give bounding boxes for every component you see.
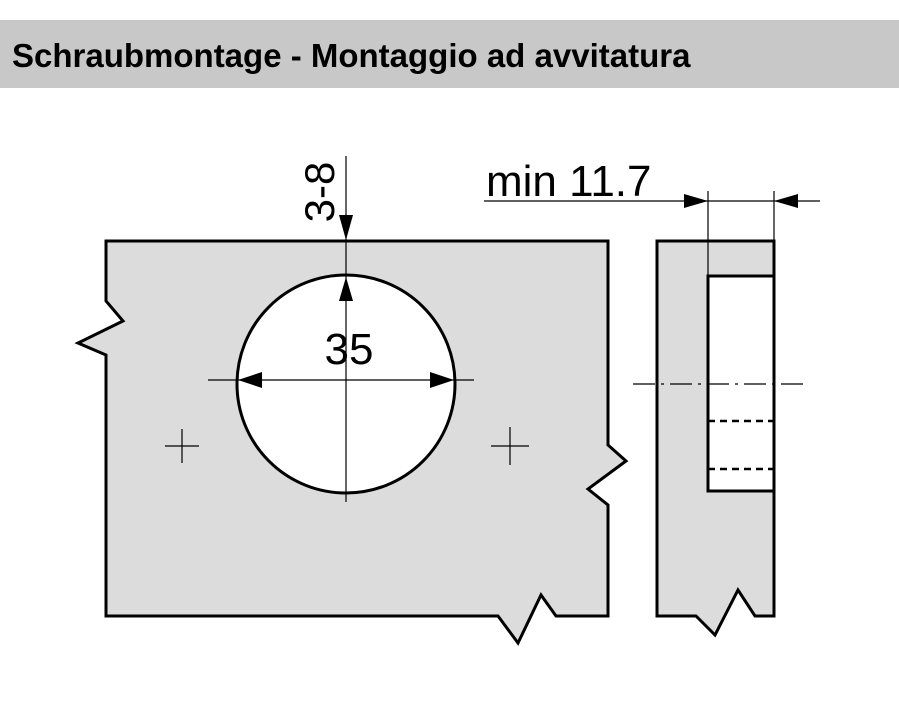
page-title: Schraubmontage - Montaggio ad avvitatura [12,37,691,74]
diameter-arrow-left [238,372,262,388]
edge-distance-arrow-up [339,277,353,301]
title-bar: Schraubmontage - Montaggio ad avvitatura [0,20,899,88]
screw-position-left [165,429,199,463]
diameter-arrow-right [430,372,454,388]
diameter-label: 35 [325,325,374,374]
edge-distance-label: 3-8 [296,162,343,223]
min-depth-arrow-right [774,194,798,208]
min-depth-arrow-left [684,194,708,208]
screw-position-right [491,427,529,465]
min-depth-label: min 11.7 [486,157,652,206]
edge-distance-arrow-down [339,215,353,240]
